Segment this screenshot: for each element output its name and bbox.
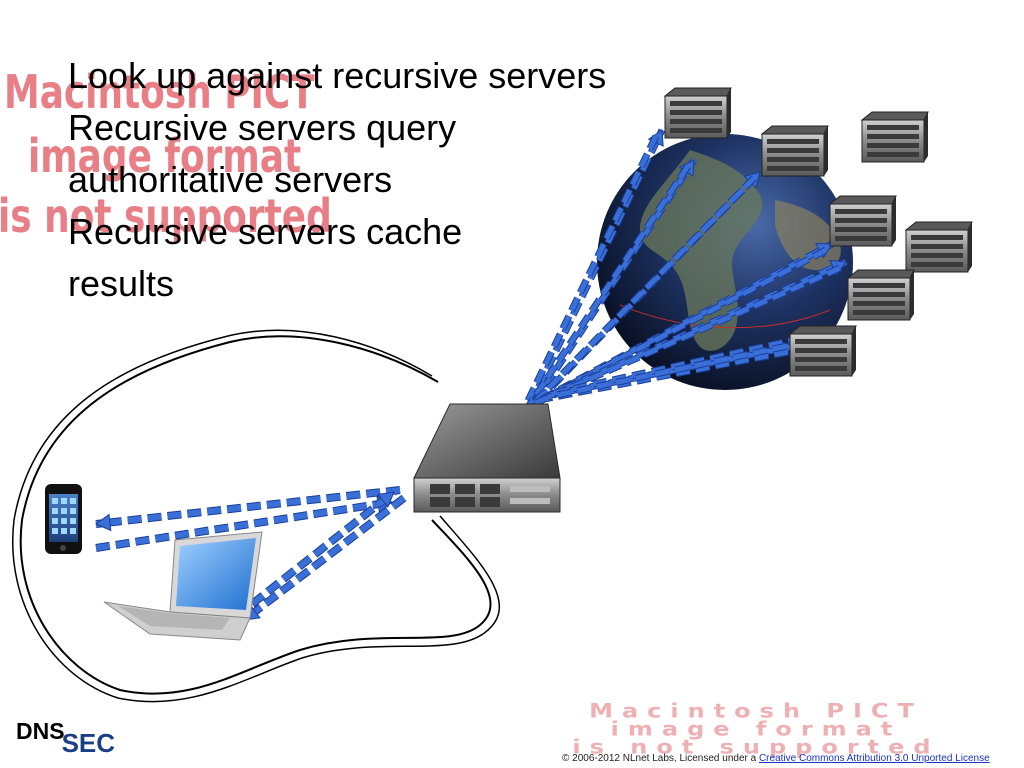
copyright-text: © 2006-2012 NLnet Labs, Licensed under a bbox=[562, 753, 759, 764]
rack-server-icon bbox=[860, 111, 929, 163]
unsupported-image-placeholder-line: Macintosh PICT bbox=[589, 700, 923, 723]
smartphone-icon bbox=[45, 484, 82, 554]
phone-query-arrow bbox=[94, 486, 401, 532]
response-arrow bbox=[538, 264, 842, 405]
bullet-item: Recursive servers query authoritative se… bbox=[68, 107, 457, 200]
rack-server-icon bbox=[788, 325, 857, 377]
query-arrows-to-recursive-server bbox=[94, 486, 407, 624]
rack-server-icon bbox=[846, 269, 915, 321]
dnssec-logo: DNSSEC bbox=[16, 716, 118, 758]
logo-dns-text: DNS bbox=[16, 718, 65, 744]
response-arrow bbox=[547, 338, 807, 401]
slide-bullet-list: Look up against recursive servers Recurs… bbox=[68, 50, 718, 310]
bullet-item: Recursive servers cache results bbox=[68, 211, 463, 304]
unsupported-image-placeholder-line: Macintosh PICT bbox=[4, 65, 315, 119]
bullet-item: Look up against recursive servers bbox=[68, 55, 607, 96]
local-network-boundary bbox=[12, 329, 501, 703]
recursive-server-icon bbox=[413, 403, 561, 513]
arrowhead bbox=[377, 491, 395, 508]
copyright-footer: © 2006-2012 NLnet Labs, Licensed under a… bbox=[562, 753, 1024, 764]
unsupported-image-placeholder-line: is not supported bbox=[572, 736, 940, 759]
rack-server-icon bbox=[828, 195, 897, 247]
laptop-icon bbox=[103, 531, 263, 641]
arrowhead bbox=[94, 513, 112, 532]
license-link[interactable]: Creative Commons Attribution 3.0 Unporte… bbox=[758, 753, 990, 764]
rack-server-icon bbox=[760, 125, 829, 177]
unsupported-image-placeholder-line: image format bbox=[28, 129, 302, 183]
laptop-query-arrow bbox=[249, 488, 397, 608]
logo-sec-text: SEC bbox=[61, 728, 116, 758]
unsupported-image-placeholder-line: is not supported bbox=[0, 189, 332, 243]
response-arrow bbox=[529, 175, 757, 408]
authoritative-servers bbox=[663, 87, 973, 377]
query-arrows-to-authoritative-servers bbox=[520, 128, 848, 411]
rack-server-icon bbox=[663, 87, 732, 139]
unsupported-image-placeholder-line: image format bbox=[610, 718, 902, 741]
response-arrow bbox=[525, 164, 691, 409]
rack-server-icon bbox=[904, 221, 973, 273]
response-arrow bbox=[520, 134, 660, 411]
